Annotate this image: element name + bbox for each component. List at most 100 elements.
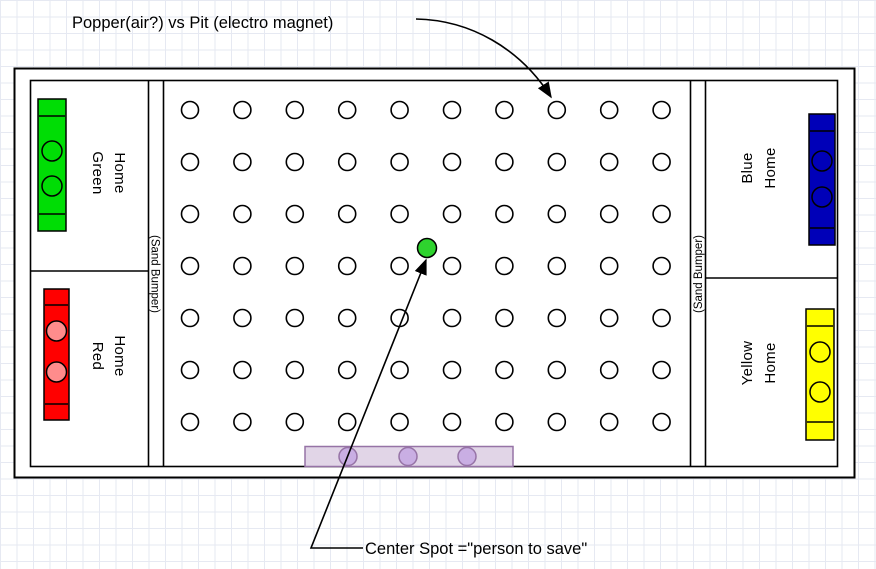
- hole: [233, 204, 252, 224]
- hole: [547, 360, 567, 380]
- hole: [599, 360, 619, 380]
- hole: [233, 256, 252, 276]
- hole: [495, 308, 514, 328]
- green-home-label-word2: Home: [111, 152, 128, 193]
- hole: [652, 308, 671, 328]
- blue-home-label-word1: Blue: [739, 152, 756, 183]
- hole: [337, 256, 357, 276]
- hole: [547, 204, 567, 224]
- hole: [390, 412, 409, 432]
- hole: [599, 152, 619, 172]
- center-spot-arrow: [309, 258, 427, 549]
- hole: [652, 256, 671, 276]
- hole: [337, 412, 357, 432]
- title-arrow: [415, 18, 552, 99]
- red-piece: [43, 288, 70, 421]
- red-home: Red Home: [43, 288, 128, 421]
- hole: [495, 100, 514, 120]
- hole: [652, 360, 671, 380]
- piece-slot: [45, 320, 68, 342]
- hole: [180, 152, 200, 172]
- red-home-label-word1: Red: [89, 342, 106, 370]
- hole: [547, 256, 567, 276]
- yellow-home-label-word1: Yellow: [739, 341, 756, 386]
- hole: [599, 204, 619, 224]
- hole: [337, 308, 357, 328]
- sand-bumper-right-label: (Sand Bumper): [693, 235, 705, 313]
- hole: [495, 360, 514, 380]
- hole: [233, 412, 252, 432]
- hole: [233, 360, 252, 380]
- hole: [285, 204, 305, 224]
- hole: [180, 412, 200, 432]
- hole: [442, 100, 462, 120]
- hole: [442, 308, 462, 328]
- hole: [652, 152, 671, 172]
- piece-slot: [809, 341, 831, 363]
- hole: [285, 308, 305, 328]
- hole: [233, 152, 252, 172]
- sand-bumper-left-label: (Sand Bumper): [149, 235, 161, 313]
- hole: [495, 204, 514, 224]
- hole: [390, 152, 409, 172]
- hole: [652, 412, 671, 432]
- popper-puck: [457, 446, 477, 467]
- green-piece: [37, 98, 67, 232]
- popper-puck: [398, 446, 418, 467]
- piece-slot: [811, 186, 833, 208]
- hole: [390, 204, 409, 224]
- hole: [547, 308, 567, 328]
- hole: [180, 100, 200, 120]
- hole: [233, 308, 252, 328]
- yellow-piece: [805, 308, 835, 441]
- blue-piece: [808, 113, 836, 246]
- hole: [442, 152, 462, 172]
- piece-slot: [45, 361, 68, 383]
- hole: [233, 100, 252, 120]
- hole: [180, 204, 200, 224]
- board-outer-rect: [13, 67, 856, 479]
- hole: [337, 360, 357, 380]
- piece-slot: [41, 175, 63, 197]
- hole: [285, 100, 305, 120]
- hole: [180, 256, 200, 276]
- green-home-label-word1: Green: [89, 151, 106, 194]
- center-spot-annotation: Center Spot ="person to save": [365, 540, 587, 558]
- hole: [652, 204, 671, 224]
- hole: [285, 360, 305, 380]
- hole: [652, 100, 671, 120]
- hole: [390, 360, 409, 380]
- hole: [495, 412, 514, 432]
- hole: [442, 256, 462, 276]
- hole: [442, 360, 462, 380]
- hole: [180, 308, 200, 328]
- hole: [285, 412, 305, 432]
- hole: [442, 412, 462, 432]
- piece-slot: [809, 381, 831, 403]
- hole: [599, 100, 619, 120]
- hole: [547, 152, 567, 172]
- hole: [547, 412, 567, 432]
- center-spot: [416, 237, 438, 259]
- hole: [337, 204, 357, 224]
- hole: [495, 152, 514, 172]
- popper-bar-group: [304, 445, 514, 468]
- hole: [285, 256, 305, 276]
- hole: [599, 412, 619, 432]
- hole: [495, 256, 514, 276]
- hole: [390, 256, 409, 276]
- blue-home: Blue Home: [739, 113, 836, 246]
- green-home: Green Home: [37, 98, 128, 232]
- red-home-label-word2: Home: [111, 335, 128, 376]
- hole: [442, 204, 462, 224]
- hole: [599, 308, 619, 328]
- piece-slot: [41, 140, 63, 162]
- yellow-home-label-word2: Home: [762, 342, 779, 383]
- hole: [180, 360, 200, 380]
- piece-slot: [811, 150, 833, 172]
- hole: [337, 152, 357, 172]
- hole-grid: [180, 100, 671, 432]
- hole: [599, 256, 619, 276]
